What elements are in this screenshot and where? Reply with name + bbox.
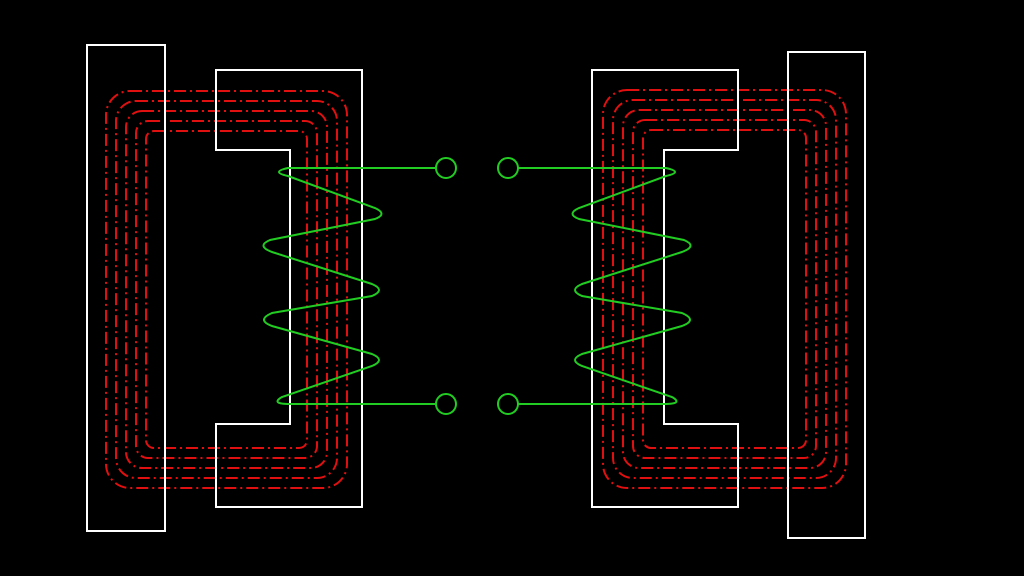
right-terminal-bottom xyxy=(497,393,519,415)
left-device xyxy=(86,44,457,532)
right-terminal-top xyxy=(497,157,519,179)
left-terminal-top xyxy=(435,157,457,179)
right-straight-core-bar xyxy=(787,51,866,539)
left-flux-loop-3 xyxy=(125,110,328,469)
left-flux-loop-2 xyxy=(115,100,338,479)
left-c-shaped-core xyxy=(215,69,363,508)
right-flux-loop-4 xyxy=(632,119,817,459)
left-flux-loop-1 xyxy=(105,90,348,489)
right-flux-loop-3 xyxy=(622,109,827,469)
right-flux-loop-2 xyxy=(612,99,837,479)
left-terminal-bottom xyxy=(435,393,457,415)
left-flux-loops xyxy=(105,90,348,489)
left-straight-core-bar xyxy=(86,44,166,532)
right-flux-loop-5 xyxy=(642,129,807,449)
right-winding-coil xyxy=(517,167,692,405)
right-flux-loops xyxy=(602,89,847,489)
left-flux-loop-5 xyxy=(145,130,308,449)
right-c-shaped-core xyxy=(591,69,739,508)
right-flux-loop-1 xyxy=(602,89,847,489)
left-winding-coil xyxy=(262,167,437,405)
left-flux-loop-4 xyxy=(135,120,318,459)
right-device xyxy=(497,51,866,539)
